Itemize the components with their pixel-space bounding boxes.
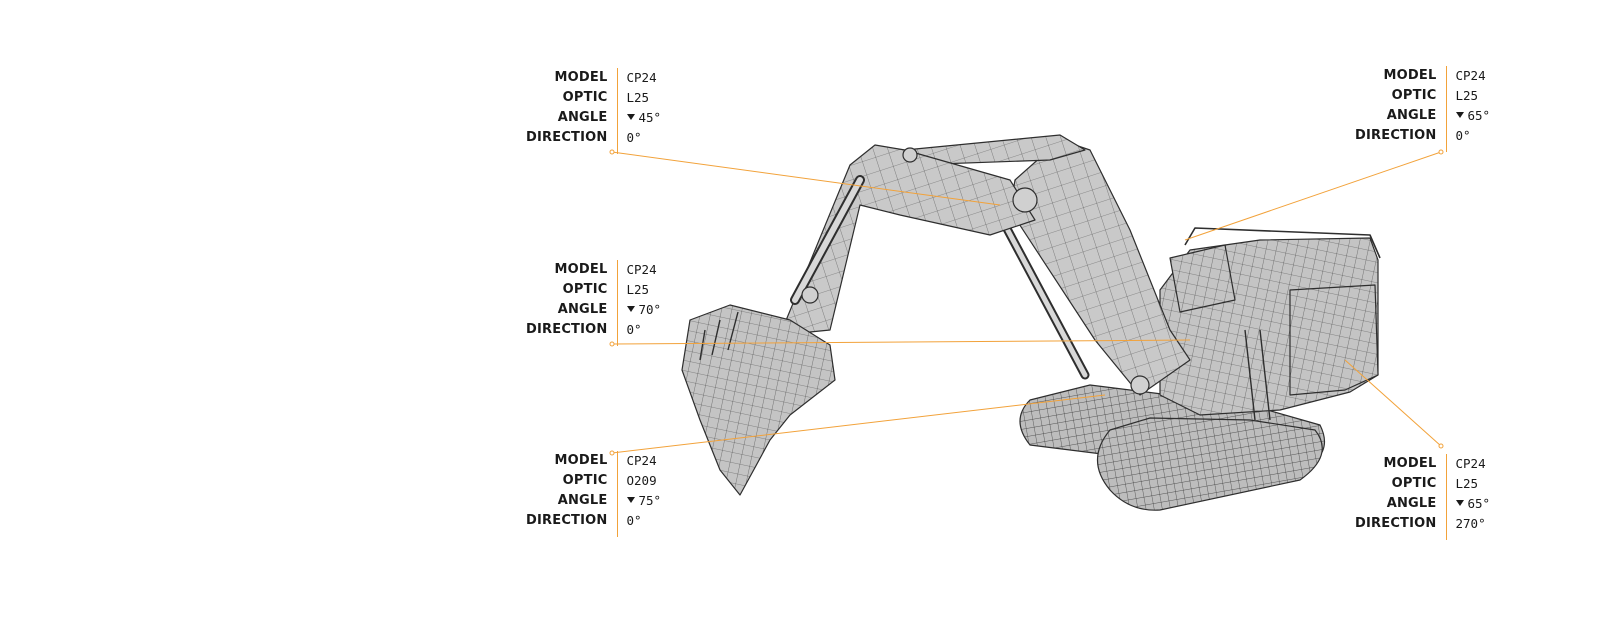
angle-value-text: 70° [638, 302, 662, 317]
railing [1184, 227, 1381, 259]
stick-pin [902, 147, 918, 163]
angle-label: ANGLE [1386, 108, 1437, 123]
front-track [1097, 417, 1323, 511]
model-label: MODEL [554, 453, 608, 468]
angle-value-text: 75° [638, 493, 662, 508]
direction-label: DIRECTION [1355, 128, 1437, 143]
optic-value: O209 [626, 473, 657, 488]
optic-value: L25 [626, 282, 650, 297]
angle-down-icon [626, 497, 635, 503]
callout-top-left: MODEL OPTIC ANGLE DIRECTION CP24 L25 45°… [526, 68, 661, 154]
angle-value: 45° [626, 108, 662, 128]
direction-value: 0° [626, 322, 642, 337]
angle-down-icon [626, 114, 635, 120]
model-label: MODEL [1383, 456, 1437, 471]
angle-label: ANGLE [1386, 496, 1437, 511]
callout-bottom-right: MODEL OPTIC ANGLE DIRECTION CP24 L25 65°… [1355, 454, 1490, 540]
model-label: MODEL [554, 70, 608, 85]
boom-cylinder-rod [1002, 222, 1088, 378]
bucket-pin [801, 286, 819, 304]
angle-label: ANGLE [557, 110, 608, 125]
boom-pin [1012, 187, 1038, 213]
leader-top-left [611, 151, 1001, 206]
optic-label: OPTIC [562, 282, 608, 297]
direction-value: 0° [1455, 128, 1471, 143]
leader-dot-mid-left [609, 341, 615, 347]
angle-value-text: 45° [638, 110, 662, 125]
optic-label: OPTIC [1391, 88, 1437, 103]
angle-down-icon [1455, 112, 1464, 118]
angle-value: 65° [1455, 494, 1491, 514]
boom [1009, 139, 1191, 396]
model-value: CP24 [626, 453, 657, 468]
leader-mid-left [611, 339, 1191, 345]
angle-down-icon [626, 306, 635, 312]
optic-value: L25 [1455, 476, 1479, 491]
leader-dot-bottom-right [1438, 443, 1444, 449]
leader-lines [609, 149, 1444, 456]
ladder [1244, 329, 1271, 421]
leader-dot-top-left [609, 149, 615, 155]
bucket [681, 304, 836, 496]
direction-value: 0° [626, 513, 642, 528]
angle-value: 70° [626, 300, 662, 320]
boom-foot-pin [1130, 375, 1150, 395]
optic-label: OPTIC [562, 90, 608, 105]
direction-label: DIRECTION [526, 322, 608, 337]
excavator [681, 134, 1381, 511]
angle-value: 75° [626, 491, 662, 511]
leader-bottom-right [1344, 359, 1442, 447]
cab [1169, 244, 1236, 313]
model-label: MODEL [554, 262, 608, 277]
model-value: CP24 [626, 262, 657, 277]
model-value: CP24 [1455, 456, 1486, 471]
angle-value-text: 65° [1467, 108, 1491, 123]
optic-label: OPTIC [1391, 476, 1437, 491]
model-value: CP24 [1455, 68, 1486, 83]
direction-value: 270° [1455, 516, 1486, 531]
model-label: MODEL [1383, 68, 1437, 83]
direction-label: DIRECTION [1355, 516, 1437, 531]
leader-dot-top-right [1438, 149, 1444, 155]
angle-label: ANGLE [557, 302, 608, 317]
angle-label: ANGLE [557, 493, 608, 508]
stick-cylinder-rod [792, 177, 863, 303]
model-value: CP24 [626, 70, 657, 85]
direction-value: 0° [626, 130, 642, 145]
callout-top-right: MODEL OPTIC ANGLE DIRECTION CP24 L25 65°… [1355, 66, 1490, 152]
angle-value: 65° [1455, 106, 1491, 126]
stick [779, 144, 1036, 336]
leader-bottom-left [611, 394, 1106, 454]
direction-label: DIRECTION [526, 513, 608, 528]
counterweight [1289, 284, 1379, 396]
leader-top-right [1184, 151, 1442, 241]
direction-label: DIRECTION [526, 130, 608, 145]
optic-label: OPTIC [562, 473, 608, 488]
callout-mid-left: MODEL OPTIC ANGLE DIRECTION CP24 L25 70°… [526, 260, 661, 346]
callout-bottom-left: MODEL OPTIC ANGLE DIRECTION CP24 O209 75… [526, 451, 661, 537]
optic-value: L25 [626, 90, 650, 105]
angle-value-text: 65° [1467, 496, 1491, 511]
optic-value: L25 [1455, 88, 1479, 103]
angle-down-icon [1455, 500, 1464, 506]
leader-dot-bottom-left [609, 450, 615, 456]
